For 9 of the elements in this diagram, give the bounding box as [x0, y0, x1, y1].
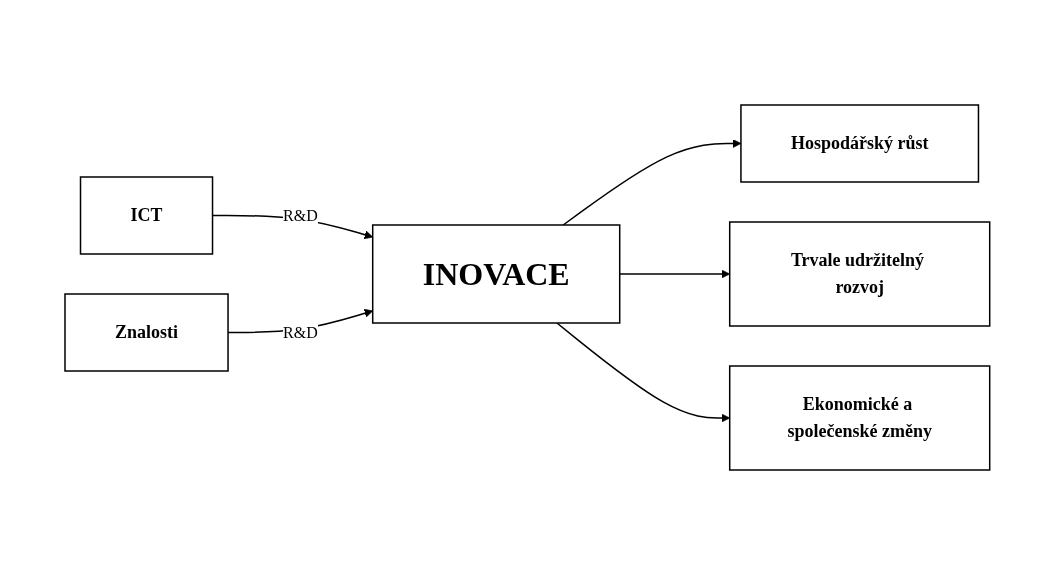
node-box: ICT — [79, 176, 214, 255]
node-box: INOVACE — [372, 224, 621, 324]
arrow — [562, 139, 742, 226]
node-box: Znalosti — [64, 293, 229, 372]
node-box: Hospodářský růst — [740, 104, 980, 183]
edge-label: R&D — [283, 206, 318, 224]
node-box: Trvale udržitelný rozvoj — [729, 221, 991, 327]
edge-label: R&D — [283, 323, 318, 341]
node-box: Ekonomické a společenské změny — [729, 365, 991, 471]
